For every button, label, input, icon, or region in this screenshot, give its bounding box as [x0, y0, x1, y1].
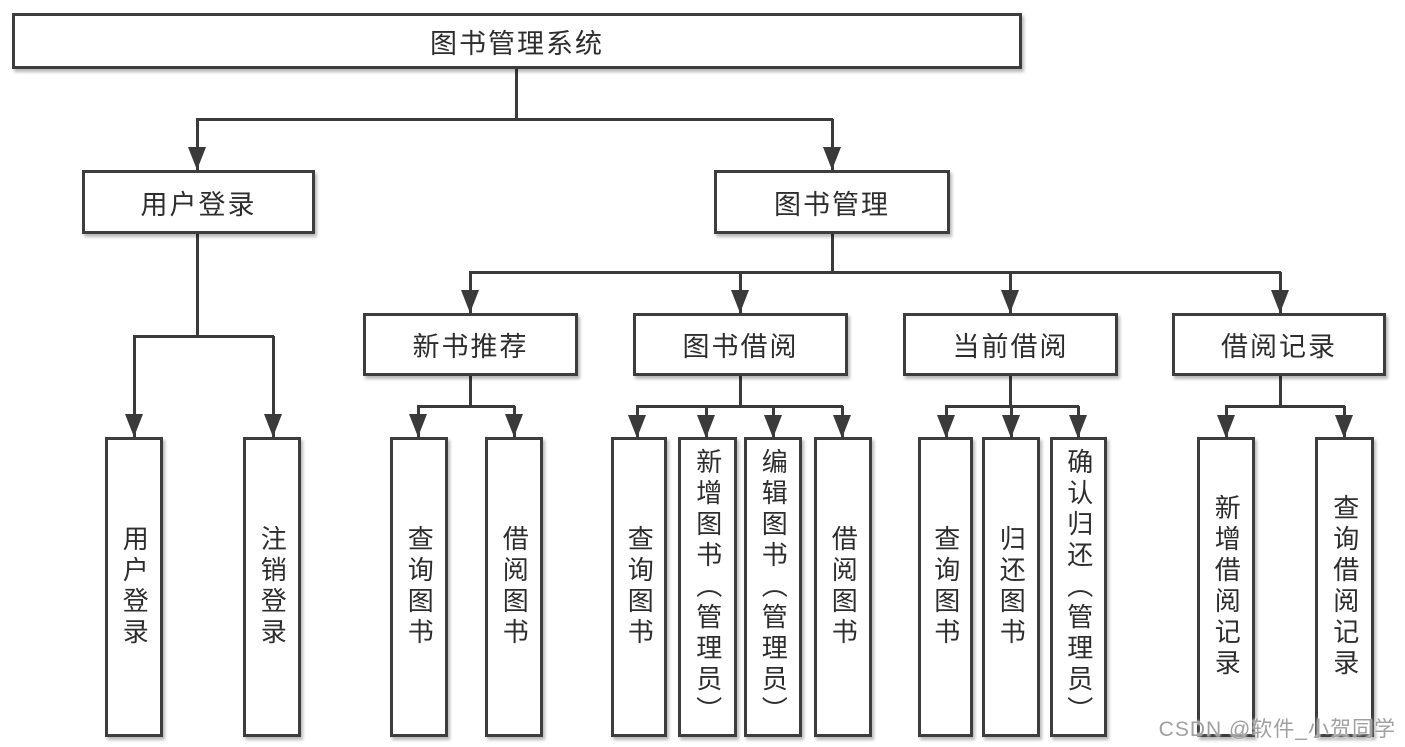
- arrow-down-icon: [1217, 415, 1235, 438]
- arrow-down-icon: [764, 415, 782, 438]
- arrow-down-icon: [125, 414, 143, 437]
- connector-line: [830, 234, 834, 274]
- connector-line: [738, 376, 742, 408]
- leaf-add-borrow-record-label: 新增借阅记录: [1211, 494, 1242, 680]
- leaf-query-books-1: 查询图书: [390, 437, 448, 737]
- arrow-down-icon: [409, 414, 427, 437]
- arrow-down-icon: [1001, 290, 1019, 313]
- arrow-down-icon: [505, 414, 523, 437]
- node-root-label: 图书管理系统: [430, 28, 604, 59]
- leaf-borrow-books-2-label: 借阅图书: [828, 525, 859, 649]
- leaf-query-books-3: 查询图书: [918, 437, 973, 737]
- node-book-management-label: 图书管理: [774, 189, 890, 220]
- csdn-watermark: CSDN @软件_小贺同学: [1158, 718, 1396, 741]
- leaf-query-borrow-record-label: 查询借阅记录: [1329, 494, 1360, 680]
- leaf-logout-label: 注销登录: [257, 525, 288, 649]
- arrow-down-icon: [1335, 415, 1353, 438]
- arrow-down-icon: [833, 415, 851, 438]
- connector-line: [132, 336, 136, 437]
- arrow-down-icon: [264, 414, 282, 437]
- connector-line: [271, 336, 275, 437]
- node-book-management: 图书管理: [714, 170, 950, 234]
- connector-line: [195, 119, 199, 170]
- leaf-user-login-label: 用户登录: [119, 525, 150, 649]
- arrow-down-icon: [1069, 415, 1087, 438]
- node-borrow-records: 借阅记录: [1172, 313, 1386, 376]
- leaf-confirm-return-admin: 确认归还（管理员）: [1050, 437, 1107, 737]
- arrow-down-icon: [1002, 415, 1020, 438]
- leaf-edit-books-admin: 编辑图书（管理员）: [744, 437, 802, 737]
- arrow-down-icon: [1271, 290, 1289, 313]
- node-new-book-recommend: 新书推荐: [363, 313, 578, 376]
- node-current-borrow-label: 当前借阅: [952, 332, 1069, 362]
- leaf-query-borrow-record: 查询借阅记录: [1315, 437, 1374, 737]
- arrow-down-icon: [823, 147, 841, 170]
- arrow-down-icon: [461, 290, 479, 313]
- leaf-return-books: 归还图书: [982, 437, 1040, 737]
- node-book-borrow-label: 图书借阅: [682, 332, 799, 362]
- arrow-down-icon: [731, 290, 749, 313]
- arrow-down-icon: [188, 147, 206, 170]
- leaf-logout: 注销登录: [243, 437, 301, 737]
- leaf-add-books-admin-label: 新增图书（管理员）: [692, 447, 723, 727]
- leaf-add-books-admin: 新增图书（管理员）: [678, 437, 737, 737]
- connector-line: [1225, 404, 1345, 408]
- node-current-borrow: 当前借阅: [903, 313, 1118, 376]
- node-user-login: 用户登录: [82, 170, 315, 234]
- node-user-login-label: 用户登录: [140, 189, 257, 220]
- connector-line: [636, 404, 843, 408]
- leaf-confirm-return-admin-label: 确认归还（管理员）: [1063, 447, 1094, 727]
- connector-line: [1008, 376, 1012, 408]
- leaf-query-books-2-label: 查询图书: [624, 525, 655, 649]
- leaf-query-books-1-label: 查询图书: [404, 525, 435, 649]
- node-new-book-recommend-label: 新书推荐: [412, 332, 529, 362]
- leaf-return-books-label: 归还图书: [996, 525, 1027, 649]
- leaf-borrow-books-1: 借阅图书: [485, 437, 543, 737]
- leaf-borrow-books-2: 借阅图书: [814, 437, 872, 737]
- leaf-borrow-books-1-label: 借阅图书: [499, 525, 530, 649]
- connector-line: [830, 119, 834, 170]
- connector-line: [469, 270, 1281, 274]
- connector-line: [468, 376, 472, 408]
- leaf-query-books-3-label: 查询图书: [930, 525, 961, 649]
- arrow-down-icon: [937, 415, 955, 438]
- leaf-user-login: 用户登录: [105, 437, 163, 737]
- node-root: 图书管理系统: [12, 13, 1022, 69]
- arrow-down-icon: [628, 415, 646, 438]
- connector-line: [417, 404, 515, 408]
- connector-line: [195, 234, 199, 338]
- leaf-edit-books-admin-label: 编辑图书（管理员）: [758, 447, 789, 727]
- connector-line: [1278, 376, 1282, 408]
- connector-line: [196, 117, 833, 121]
- connector-line: [514, 69, 518, 120]
- leaf-add-borrow-record: 新增借阅记录: [1197, 437, 1255, 737]
- leaf-query-books-2: 查询图书: [611, 437, 667, 737]
- node-borrow-records-label: 借阅记录: [1221, 332, 1337, 362]
- arrow-down-icon: [697, 415, 715, 438]
- node-book-borrow: 图书借阅: [633, 313, 848, 376]
- connector-line: [133, 334, 274, 338]
